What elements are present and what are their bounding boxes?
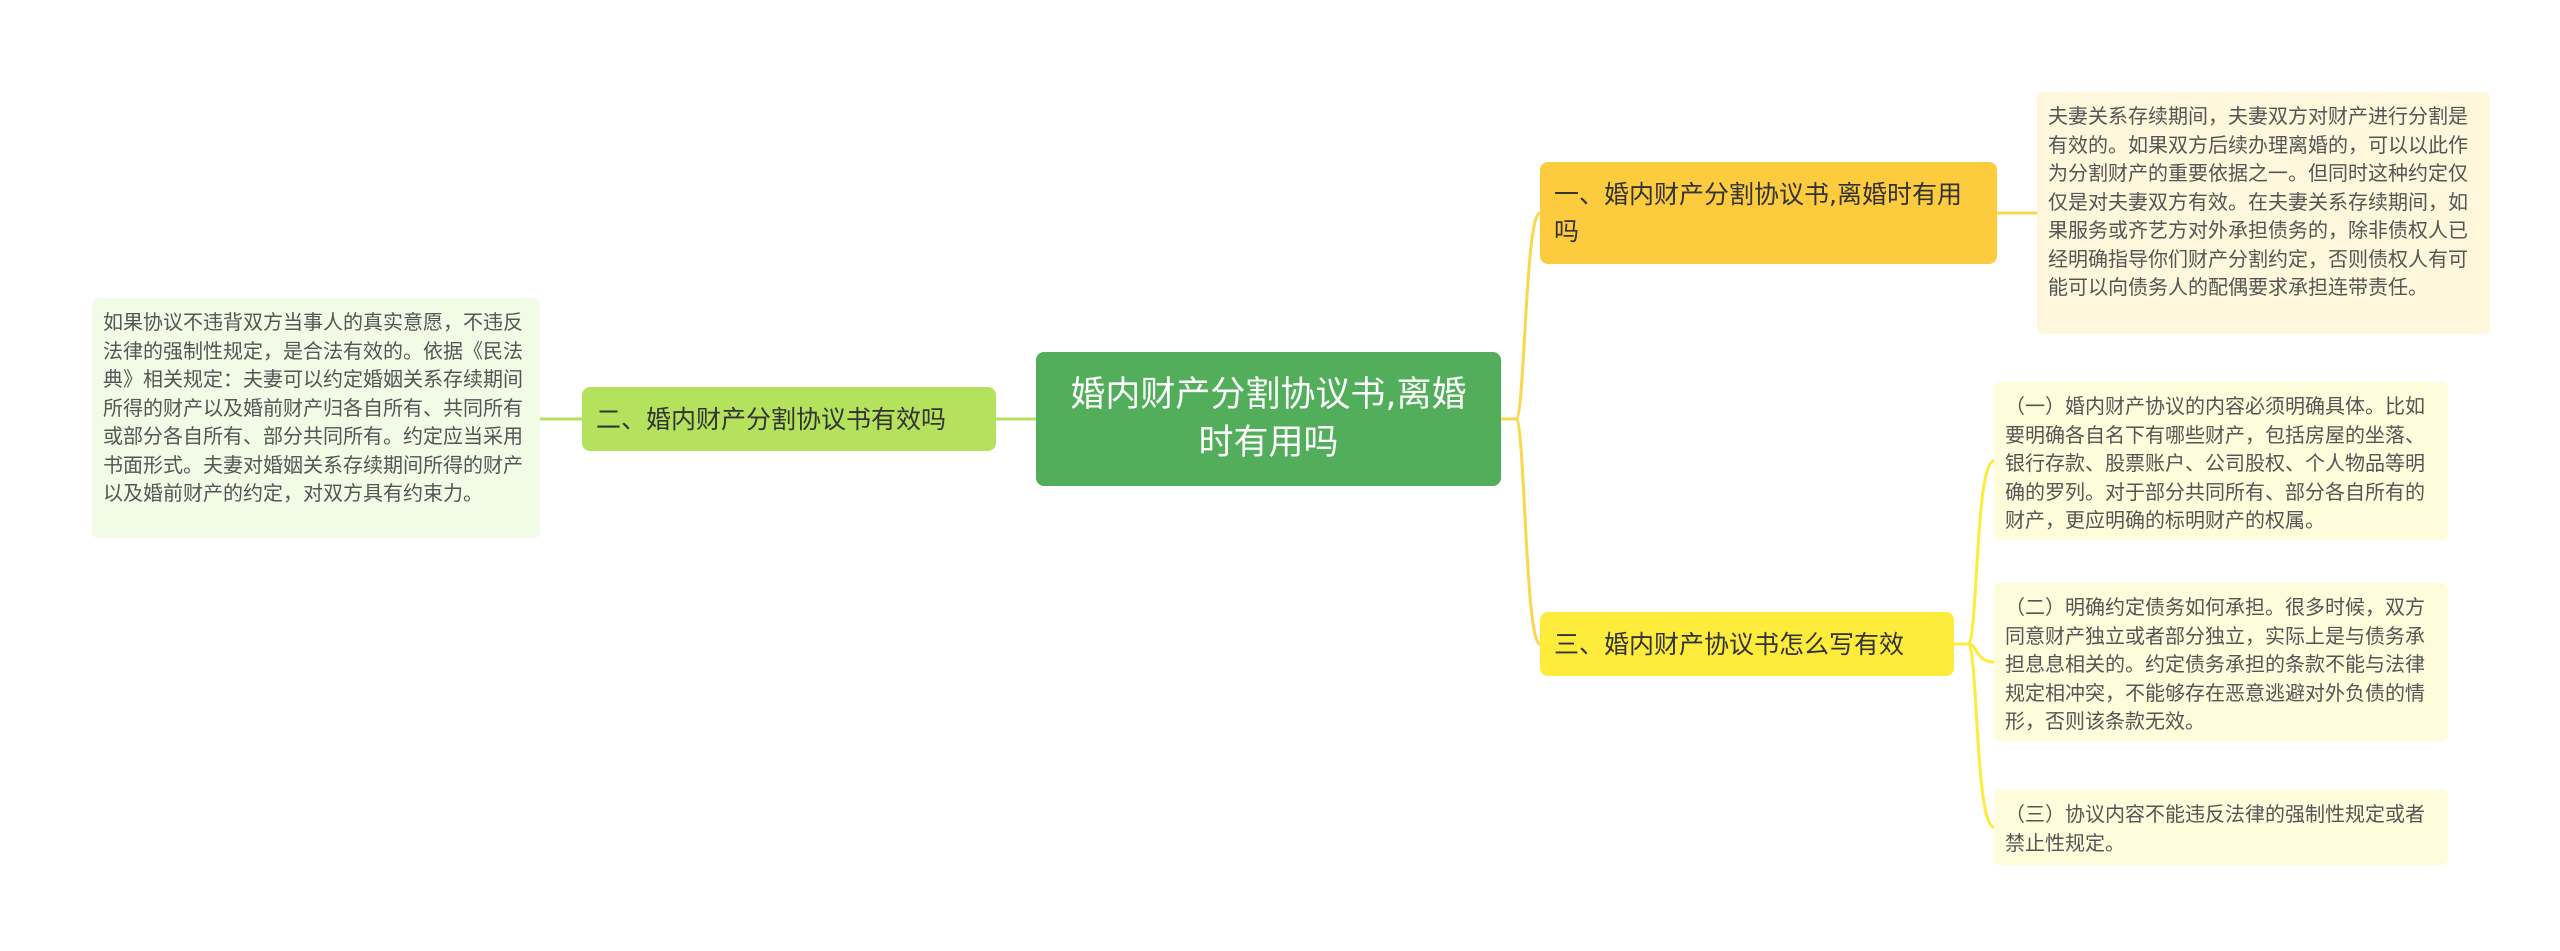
branch-topic-2[interactable]: 二、婚内财产分割协议书有效吗 [582, 387, 996, 451]
branch-topic-1-label: 一、婚内财产分割协议书,离婚时有用吗 [1554, 180, 1962, 246]
branch-topic-2-label: 二、婚内财产分割协议书有效吗 [596, 404, 947, 434]
leaf-topic-2-1[interactable]: 如果协议不违背双方当事人的真实意愿，不违反法律的强制性规定，是合法有效的。依据《… [92, 298, 540, 538]
leaf-topic-3-3[interactable]: （三）协议内容不能违反法律的强制性规定或者禁止性规定。 [1994, 790, 2448, 865]
leaf-topic-3-1[interactable]: （一）婚内财产协议的内容必须明确具体。比如要明确各自名下有哪些财产，包括房屋的坐… [1994, 382, 2448, 540]
branch-topic-1[interactable]: 一、婚内财产分割协议书,离婚时有用吗 [1540, 162, 1997, 264]
connector-branch-3-leaf-3 [1954, 642, 1995, 829]
root-topic[interactable]: 婚内财产分割协议书,离婚时有用吗 [1036, 352, 1501, 486]
leaf-topic-2-1-text: 如果协议不违背双方当事人的真实意愿，不违反法律的强制性规定，是合法有效的。依据《… [103, 310, 523, 505]
branch-topic-3[interactable]: 三、婚内财产协议书怎么写有效 [1540, 612, 1954, 676]
branch-topic-3-label: 三、婚内财产协议书怎么写有效 [1554, 629, 1905, 659]
leaf-topic-3-2[interactable]: （二）明确约定债务如何承担。很多时候，双方同意财产独立或者部分独立，实际上是与债… [1994, 583, 2448, 741]
leaf-topic-3-1-text: （一）婚内财产协议的内容必须明确具体。比如要明确各自名下有哪些财产，包括房屋的坐… [2005, 394, 2425, 532]
leaf-topic-3-2-text: （二）明确约定债务如何承担。很多时候，双方同意财产独立或者部分独立，实际上是与债… [2005, 595, 2425, 733]
leaf-topic-1-1[interactable]: 夫妻关系存续期间，夫妻双方对财产进行分割是有效的。如果双方后续办理离婚的，可以以… [2037, 92, 2490, 334]
connector-root-branch-3 [1501, 417, 1542, 646]
connector-branch-3-leaf-2 [1954, 642, 1995, 664]
leaf-topic-3-3-text: （三）协议内容不能违反法律的强制性规定或者禁止性规定。 [2005, 802, 2425, 855]
connector-root-branch-1 [1501, 211, 1542, 421]
root-topic-label: 婚内财产分割协议书,离婚时有用吗 [1070, 375, 1467, 463]
leaf-topic-1-1-text: 夫妻关系存续期间，夫妻双方对财产进行分割是有效的。如果双方后续办理离婚的，可以以… [2048, 104, 2468, 299]
connector-branch-3-leaf-1 [1954, 459, 1995, 646]
